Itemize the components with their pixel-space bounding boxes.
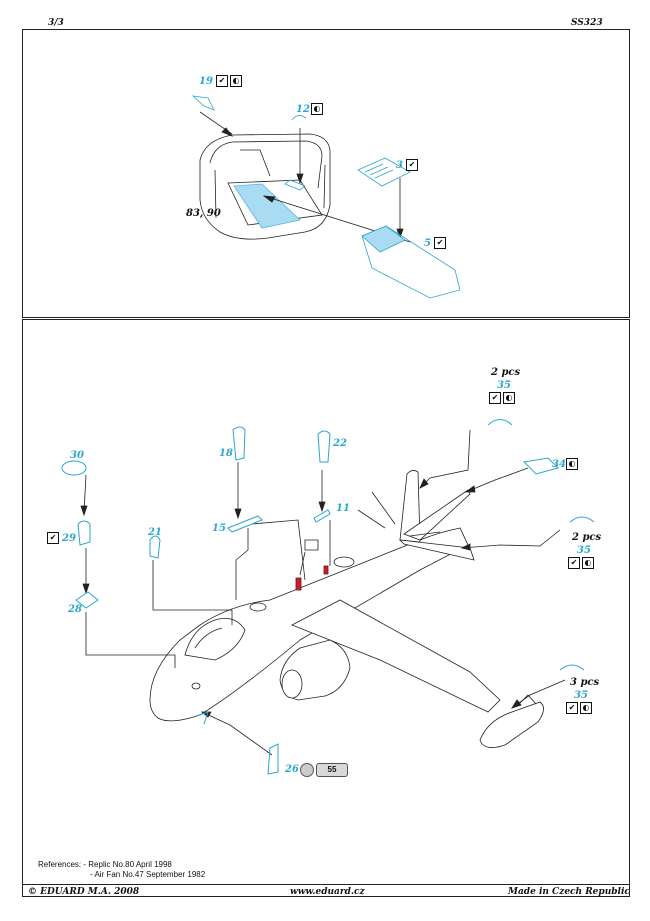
fold-icon: ◐: [582, 557, 594, 569]
page-number: 3/3: [48, 18, 64, 28]
reference-part-55: 55: [316, 763, 348, 777]
bend-icon: ✔: [489, 392, 501, 404]
part-22-number: 22: [333, 438, 347, 449]
part-30-number: 30: [70, 450, 84, 461]
sprue-reference-icon: [300, 763, 314, 777]
fold-icon: ◐: [580, 702, 592, 714]
fold-icon: ◐: [566, 458, 578, 470]
part-34-number: 34: [552, 459, 566, 470]
reference-line-1: - Replic No.80 April 1998: [83, 860, 172, 869]
bend-icon: ✔: [434, 237, 446, 249]
footer-divider: [22, 884, 630, 885]
made-in: Made in Czech Republic: [508, 887, 630, 897]
part-35-number: 35: [577, 545, 591, 556]
bend-icon: ✔: [216, 75, 228, 87]
part-35-number: 35: [574, 690, 588, 701]
part-26-number: 26: [285, 764, 299, 775]
bend-icon: ✔: [406, 159, 418, 171]
part-12-number: 12: [296, 104, 310, 115]
part-19-number: 19: [199, 76, 213, 87]
sprue-label-83-90: 83, 90: [186, 208, 221, 219]
fold-icon: ◐: [230, 75, 242, 87]
fold-icon: ◐: [311, 103, 323, 115]
website-link[interactable]: www.eduard.cz: [290, 887, 365, 897]
references-block: References: - Replic No.80 April 1998 - …: [38, 860, 205, 880]
part-35-number: 35: [497, 380, 511, 391]
bend-icon: ✔: [568, 557, 580, 569]
sheet-code: SS323: [571, 18, 603, 28]
copyright: © EDUARD M.A. 2008: [28, 887, 140, 897]
part-29-number: 29: [62, 533, 76, 544]
part-3-number: 3: [396, 160, 403, 171]
bottom-panel: [22, 319, 630, 897]
references-title: References:: [38, 860, 82, 869]
quantity-label: 3 pcs: [570, 677, 600, 688]
bend-icon: ✔: [566, 702, 578, 714]
part-18-number: 18: [219, 448, 233, 459]
fold-icon: ◐: [503, 392, 515, 404]
part-15-number: 15: [212, 523, 226, 534]
reference-line-2: - Air Fan No.47 September 1982: [90, 870, 206, 879]
part-21-number: 21: [148, 527, 162, 538]
bend-icon: ✔: [47, 532, 59, 544]
quantity-label: 2 pcs: [491, 367, 521, 378]
part-28-number: 28: [68, 604, 82, 615]
part-11-number: 11: [336, 503, 350, 514]
part-5-number: 5: [424, 238, 431, 249]
top-panel: [22, 29, 630, 318]
quantity-label: 2 pcs: [572, 532, 602, 543]
